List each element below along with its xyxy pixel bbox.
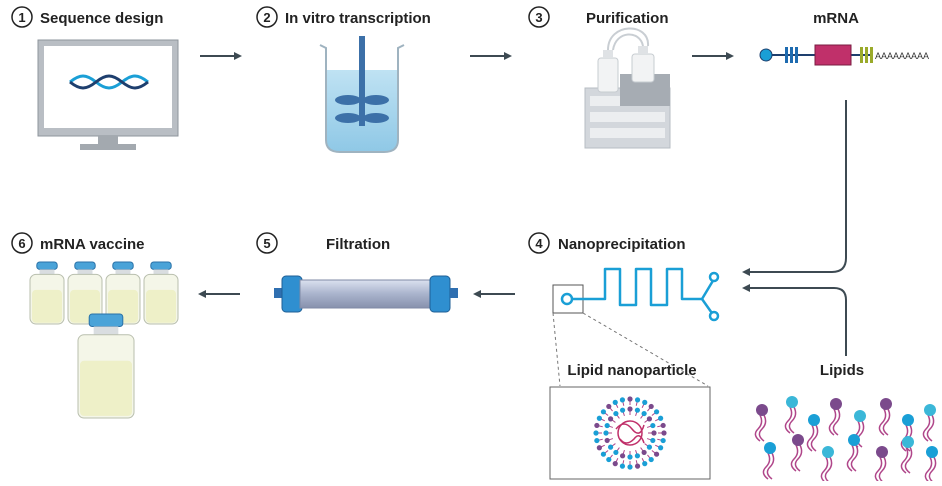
step-6-number: 6 bbox=[18, 236, 25, 251]
vial-icon bbox=[29, 261, 65, 325]
microfluidic-mixer-icon bbox=[552, 267, 720, 322]
step-3-title: Purification bbox=[586, 10, 669, 27]
arrow-lipids-to-mixer bbox=[742, 284, 847, 356]
filter-cartridge-icon bbox=[274, 275, 458, 313]
lipid-molecule bbox=[762, 442, 776, 480]
poly-a-tail: AAAAAAAAA bbox=[875, 51, 929, 61]
step-1-number: 1 bbox=[18, 10, 25, 25]
step-5-number-circle bbox=[256, 232, 278, 254]
lipid-nanoparticle-icon bbox=[593, 396, 667, 470]
coding-sequence-icon bbox=[814, 44, 852, 66]
lipid-molecule bbox=[790, 434, 804, 472]
mrna-construct: mRNA AAAAAAAAA bbox=[759, 10, 929, 66]
step-6-mrna-vaccine: 6 mRNA vaccine bbox=[11, 232, 179, 419]
lipid-molecule bbox=[846, 434, 860, 472]
lipids-title: Lipids bbox=[820, 362, 864, 379]
step-6-title: mRNA vaccine bbox=[40, 236, 145, 253]
lipid-molecule bbox=[784, 396, 798, 434]
step-5-filtration: 5 Filtration bbox=[256, 232, 458, 313]
computer-monitor-icon bbox=[37, 39, 179, 150]
step-4-nanoprecipitation: 4 Nanoprecipitation bbox=[528, 232, 720, 387]
vial-icon bbox=[77, 313, 135, 419]
arrow-mrna-to-mixer bbox=[742, 100, 847, 276]
step-1-sequence-design: 1 Sequence design bbox=[11, 6, 179, 150]
step-3-purification: 3 Purification bbox=[528, 6, 671, 149]
step-3-number-circle bbox=[528, 6, 550, 28]
lipid-molecule bbox=[806, 414, 820, 452]
lipid-molecules-icon bbox=[754, 396, 938, 484]
step-4-title: Nanoprecipitation bbox=[558, 236, 686, 253]
5-prime-utr-icon bbox=[785, 47, 798, 63]
lipid-molecule bbox=[874, 446, 888, 484]
vial-icon bbox=[67, 261, 103, 325]
5-prime-cap-icon bbox=[759, 48, 773, 62]
lipids-group: Lipids bbox=[754, 362, 938, 484]
step-4-number: 4 bbox=[535, 236, 543, 251]
step-6-number-circle bbox=[11, 232, 33, 254]
chromatography-instrument-icon bbox=[584, 27, 671, 149]
lipid-molecule bbox=[922, 404, 936, 442]
step-2-title: In vitro transcription bbox=[285, 10, 431, 27]
step-2-in-vitro-transcription: 2 In vitro transcription bbox=[256, 6, 431, 153]
step-2-number-circle bbox=[256, 6, 278, 28]
lipid-molecule bbox=[754, 404, 768, 442]
stirred-beaker-icon bbox=[319, 36, 405, 153]
mrna-title: mRNA bbox=[813, 10, 859, 27]
lnp-title: Lipid nanoparticle bbox=[567, 362, 696, 379]
lipid-molecule bbox=[820, 446, 834, 484]
step-5-title: Filtration bbox=[326, 236, 390, 253]
lipid-molecule bbox=[878, 398, 892, 436]
lipid-molecule bbox=[924, 446, 938, 484]
lipid-molecule bbox=[828, 398, 842, 436]
step-5-number: 5 bbox=[263, 236, 270, 251]
vaccine-vials-icon bbox=[29, 261, 179, 419]
step-3-number: 3 bbox=[535, 10, 542, 25]
dna-helix-icon bbox=[69, 74, 149, 90]
lipid-molecule bbox=[900, 436, 914, 474]
lipid-nanoparticle-inset: Lipid nanoparticle bbox=[549, 362, 711, 480]
step-1-number-circle bbox=[11, 6, 33, 28]
step-1-title: Sequence design bbox=[40, 10, 163, 27]
step-4-number-circle bbox=[528, 232, 550, 254]
step-2-number: 2 bbox=[263, 10, 270, 25]
vial-icon bbox=[143, 261, 179, 325]
3-prime-utr-icon bbox=[860, 47, 873, 63]
